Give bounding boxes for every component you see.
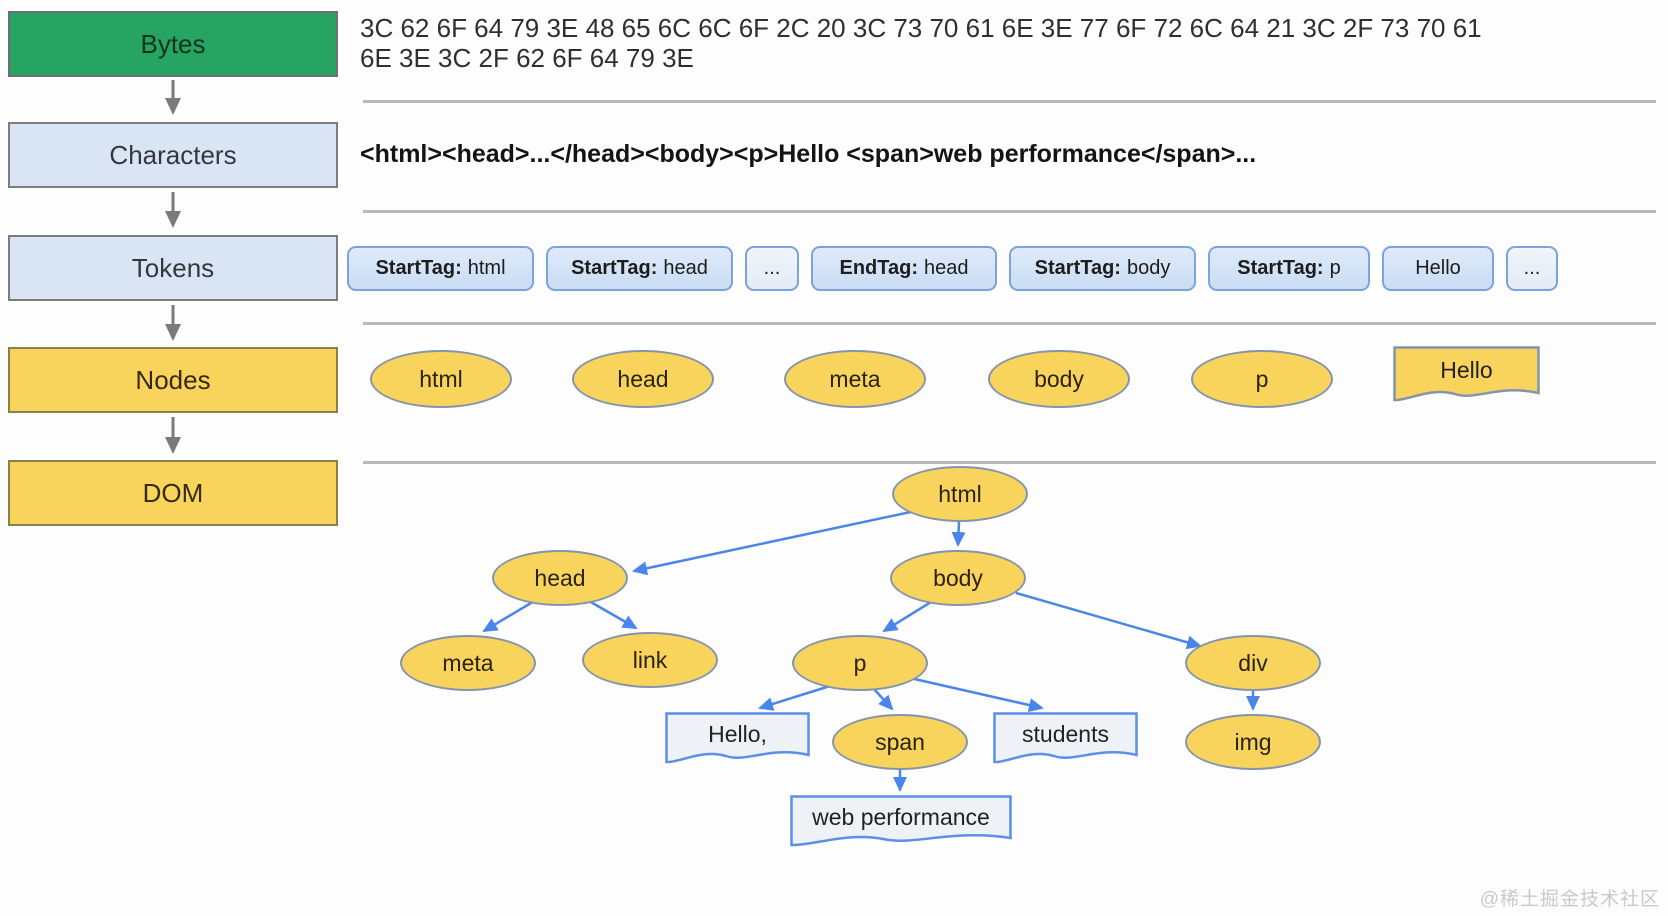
token-type: StartTag:	[571, 257, 658, 279]
tree-node-html: html	[892, 466, 1028, 522]
edge-p-span	[873, 688, 894, 711]
token-type: EndTag:	[839, 257, 918, 279]
token-value: p	[1329, 257, 1341, 279]
tree-node-p-label: p	[853, 649, 867, 676]
token-starttag-head: StartTag: head	[546, 246, 733, 291]
node-hello-label: Hello	[1440, 356, 1493, 383]
token-starttag-p: StartTag: p	[1208, 246, 1370, 291]
stage-nodes: Nodes	[8, 347, 338, 413]
node-html: html	[370, 350, 512, 408]
token-type: StartTag:	[375, 257, 462, 279]
tree-node-div-label: div	[1238, 649, 1268, 676]
tree-node-meta: meta	[400, 635, 536, 691]
stage-dom: DOM	[8, 460, 338, 526]
token-type: StartTag:	[1237, 257, 1324, 279]
edge-html-body	[951, 521, 966, 547]
tree-textnode-web-performance-label: web performance	[812, 803, 990, 830]
edge-head-link	[588, 599, 638, 630]
token-value: ...	[763, 257, 781, 279]
token-ellipsis-1: ...	[745, 246, 799, 291]
tree-node-div: div	[1185, 635, 1321, 691]
tree-node-head-label: head	[534, 564, 586, 591]
token-hello: Hello	[1382, 246, 1494, 291]
separator-4	[363, 461, 1656, 464]
tree-node-link: link	[582, 632, 718, 688]
edge-body-div	[1015, 591, 1202, 650]
watermark: @稀土掘金技术社区	[1479, 889, 1660, 910]
tree-node-html-label: html	[938, 480, 982, 507]
node-meta-label: meta	[829, 365, 881, 392]
bytes-hex-text: 3C 62 6F 64 79 3E 48 65 6C 6C 6F 2C 20 3…	[360, 13, 1668, 73]
tree-node-head: head	[492, 550, 628, 606]
tree-textnode-web-performance: web performance	[790, 795, 1012, 847]
tree-textnode-hello: Hello,	[665, 712, 810, 764]
node-body: body	[988, 350, 1130, 408]
tree-textnode-hello-label: Hello,	[708, 720, 767, 747]
separator-2	[363, 210, 1656, 213]
token-starttag-body: StartTag: body	[1009, 246, 1196, 291]
stage-nodes-label: Nodes	[135, 364, 211, 395]
token-value: head	[663, 257, 708, 279]
token-value: body	[1126, 257, 1171, 279]
token-endtag-head: EndTag: head	[811, 246, 997, 291]
tree-node-p: p	[792, 635, 928, 691]
stage-characters: Characters	[8, 122, 338, 188]
separator-1	[363, 100, 1656, 103]
node-meta: meta	[784, 350, 926, 408]
token-value: html	[467, 257, 506, 279]
stage-tokens-label: Tokens	[131, 252, 215, 283]
node-hello-textnode: Hello	[1393, 346, 1540, 402]
node-p-label: p	[1255, 365, 1269, 392]
edge-p-students-text	[909, 676, 1044, 712]
node-p: p	[1191, 350, 1333, 408]
node-head: head	[572, 350, 714, 408]
separator-3	[363, 322, 1656, 325]
stage-characters-label: Characters	[109, 139, 237, 170]
edge-p-hello-text	[758, 684, 831, 711]
token-ellipsis-2: ...	[1506, 246, 1558, 291]
tree-textnode-students: students	[993, 712, 1138, 764]
characters-markup-text: <html><head>...</head><body><p>Hello <sp…	[360, 140, 1257, 168]
stage-dom-label: DOM	[142, 477, 204, 508]
node-html-label: html	[419, 365, 463, 392]
stage-bytes-label: Bytes	[140, 28, 206, 59]
tree-node-link-label: link	[632, 646, 668, 673]
token-starttag-html: StartTag: html	[347, 246, 534, 291]
tree-node-meta-label: meta	[442, 649, 494, 676]
tree-node-span: span	[832, 714, 968, 770]
edge-html-head	[632, 508, 921, 576]
tree-node-img: img	[1185, 714, 1321, 770]
tree-node-body-label: body	[933, 564, 983, 591]
token-value: head	[924, 257, 969, 279]
token-type: StartTag:	[1034, 257, 1121, 279]
edge-head-meta	[482, 598, 537, 633]
node-body-label: body	[1034, 365, 1084, 392]
token-row: StartTag: html StartTag: head ... EndTag…	[347, 246, 1558, 291]
token-value: ...	[1523, 257, 1541, 279]
bytes-hex-line-2: 6E 3E 3C 2F 62 6F 64 79 3E	[360, 43, 694, 73]
bytes-hex-line-1: 3C 62 6F 64 79 3E 48 65 6C 6C 6F 2C 20 3…	[360, 13, 1482, 43]
stage-bytes: Bytes	[8, 11, 338, 77]
tree-textnode-students-label: students	[1022, 720, 1109, 747]
node-head-label: head	[617, 365, 669, 392]
stage-tokens: Tokens	[8, 235, 338, 301]
tree-node-img-label: img	[1234, 728, 1272, 755]
tree-node-body: body	[890, 550, 1026, 606]
edge-body-p	[882, 600, 932, 633]
token-value: Hello	[1415, 257, 1461, 279]
tree-node-span-label: span	[875, 728, 925, 755]
